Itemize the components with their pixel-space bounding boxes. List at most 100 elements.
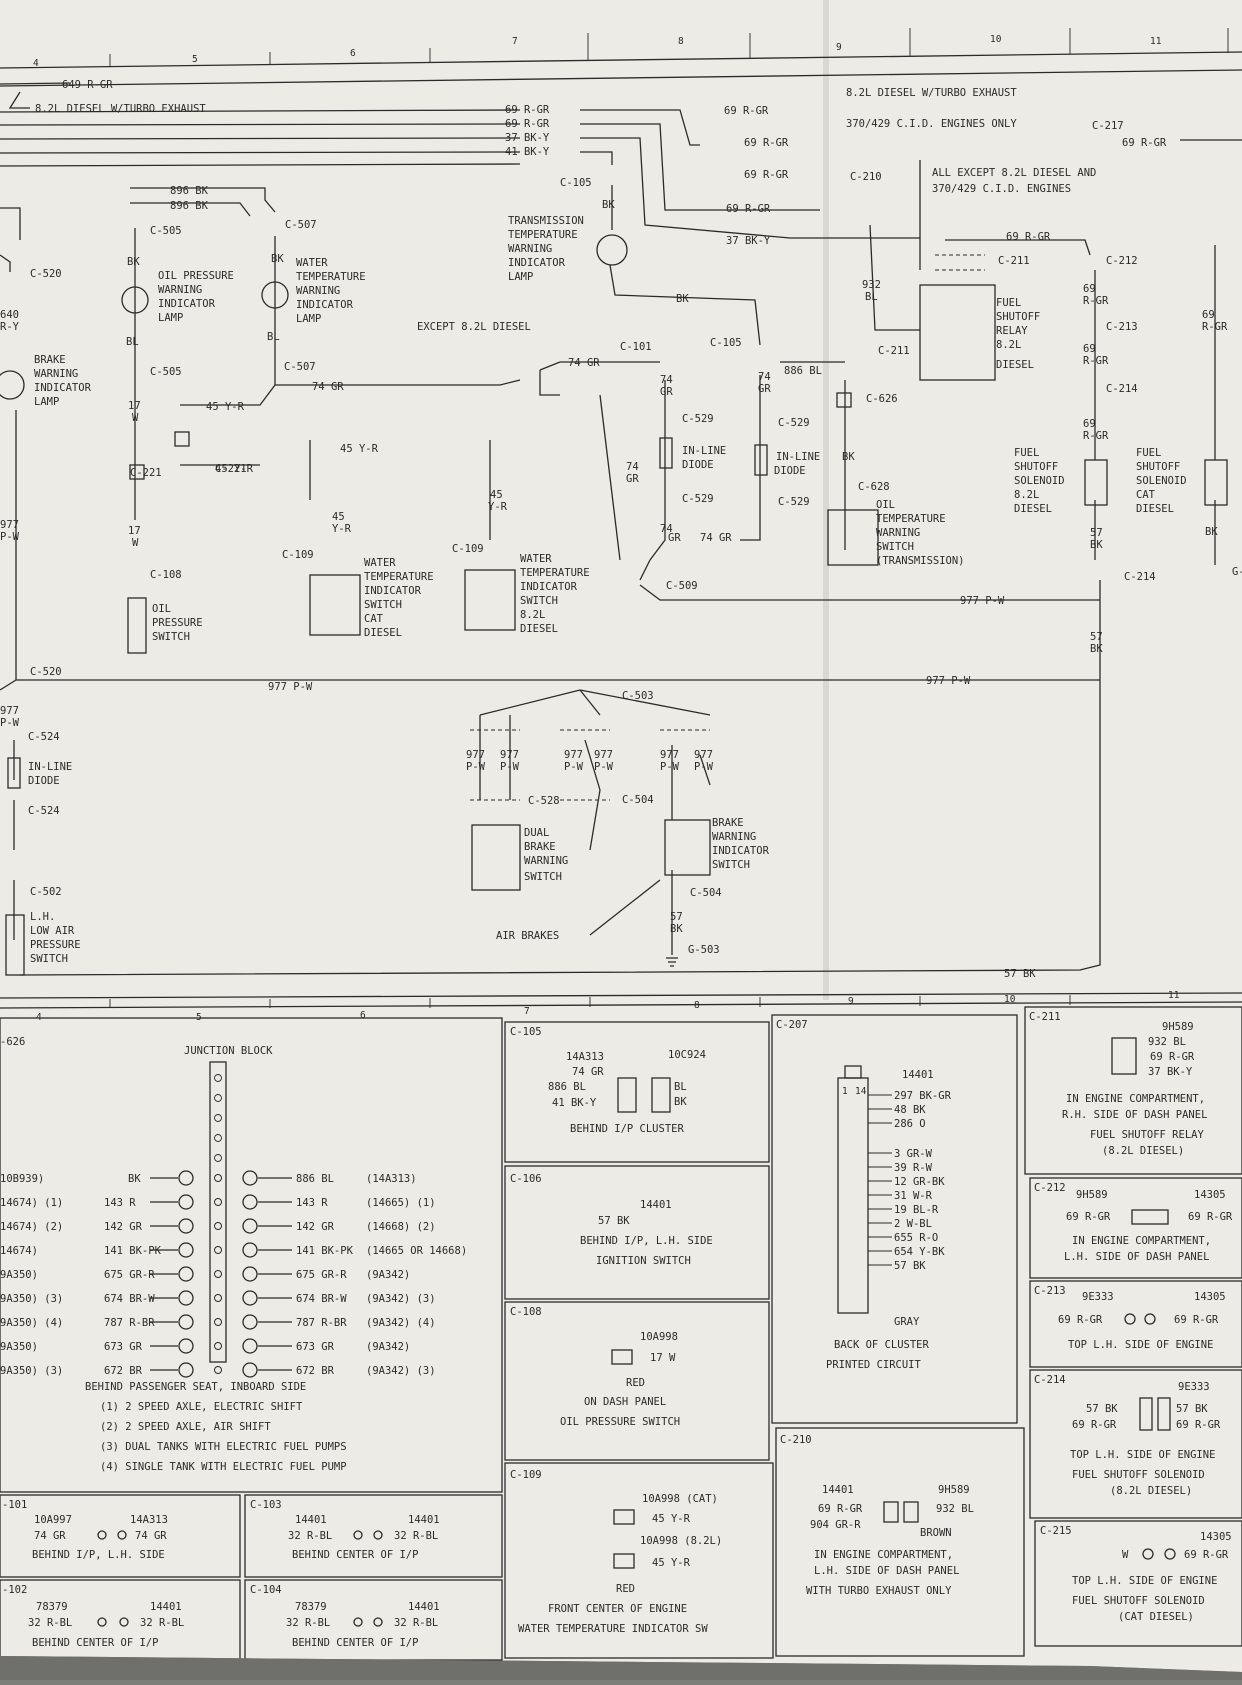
c103-part-right: 14401: [408, 1514, 440, 1526]
diagram-label: 649 R-GR: [62, 79, 113, 91]
col-top-10: 10: [990, 34, 1002, 45]
diagram-label: GR: [660, 386, 673, 398]
diagram-label: WATER: [296, 257, 328, 269]
components: [0, 234, 1228, 976]
c105-part-left: 14A313: [566, 1051, 604, 1063]
diagram-label: 886 BL: [784, 365, 822, 377]
jb-row-left-id: 10B939): [0, 1173, 44, 1185]
diagram-label: R-GR: [1202, 321, 1228, 333]
jb-row-terminal-right: [242, 1314, 258, 1330]
dual-brake-switch-icon: [471, 824, 521, 891]
connector-c214: C-214 9E333 57 BK 69 R-GR 57 BK 69 R-GR …: [1034, 1374, 1221, 1497]
c105-wire-l3: 41 BK-Y: [552, 1097, 597, 1109]
diagram-label: 69 R-GR: [726, 203, 771, 215]
diagram-label: BL: [126, 336, 139, 348]
c101-title: -101: [2, 1499, 27, 1511]
jb-row-terminal-left: [178, 1170, 194, 1186]
diagram-label: SWITCH: [30, 953, 68, 965]
inline-diode-1-icon: [659, 437, 673, 469]
diagram-label: C-211: [878, 345, 910, 357]
c213-part-left: 9E333: [1082, 1291, 1114, 1303]
diagram-label: FUEL: [996, 297, 1021, 309]
diagram-label: BK: [127, 256, 140, 268]
diagram-label: W: [132, 537, 139, 549]
diagram-label: PRESSURE: [152, 617, 203, 629]
c102-part-right: 14401: [150, 1601, 182, 1613]
diagram-label: C-109: [282, 549, 314, 561]
diagram-label: 74: [626, 461, 639, 473]
diagram-label: 370/429 C.I.D. ENGINES ONLY: [846, 118, 1017, 130]
c210-note: WITH TURBO EXHAUST ONLY: [806, 1585, 952, 1597]
diagram-label: C-505: [150, 366, 182, 378]
diagram-label: BK: [1090, 539, 1103, 551]
connector-c211: C-211 9H589 932 BL 69 R-GR 37 BK-Y IN EN…: [1029, 1011, 1207, 1157]
diagram-label: DIESEL: [520, 623, 558, 635]
jb-row-terminal-right: [242, 1170, 258, 1186]
c626-connector-icon: [836, 392, 852, 408]
diagram-label: C-524: [28, 731, 60, 743]
c101-wire-right: 74 GR: [135, 1530, 167, 1542]
diagram-label: FUEL: [1136, 447, 1161, 459]
c109-color: RED: [616, 1583, 635, 1595]
c210-wire-r1: 932 BL: [936, 1503, 974, 1515]
diagram-label: 8.2L: [996, 339, 1021, 351]
c104-part-right: 14401: [408, 1601, 440, 1613]
c207-wire-label: 39 R-W: [894, 1162, 933, 1174]
diagram-label: DIESEL: [1136, 503, 1174, 515]
c211-part: 9H589: [1162, 1021, 1194, 1033]
diagram-label: C-504: [622, 794, 654, 806]
oil-pressure-lamp-icon: [121, 286, 149, 314]
c101-wire-left: 74 GR: [34, 1530, 66, 1542]
c105-caption: BEHIND I/P CLUSTER: [570, 1123, 684, 1135]
jb-row-right-id: (9A342): [366, 1341, 410, 1353]
diagram-label: R-Y: [0, 321, 20, 333]
c211-wire2: 69 R-GR: [1150, 1051, 1195, 1063]
diagram-label: 977: [0, 519, 19, 531]
brake-indicator-switch-icon: [664, 819, 711, 876]
c105-wire-r2: BK: [674, 1096, 687, 1108]
diagram-label: 8.2L DIESEL W/TURBO EXHAUST: [846, 87, 1017, 99]
diagram-label: 977: [466, 749, 485, 761]
c106-wire: 57 BK: [598, 1215, 630, 1227]
diagram-label: 69 R-GR: [1006, 231, 1051, 243]
c109-wire2: 45 Y-R: [652, 1557, 691, 1569]
c212-title: C-212: [1034, 1182, 1066, 1194]
connector-c212: C-212 9H589 14305 69 R-GR 69 R-GR IN ENG…: [1034, 1182, 1233, 1263]
diagram-label: 74: [758, 371, 771, 383]
c106-title: C-106: [510, 1173, 542, 1185]
connector-c108: C-108 10A998 17 W RED ON DASH PANEL OIL …: [510, 1306, 680, 1428]
c207-wire-label: 12 GR-BK: [894, 1176, 945, 1188]
diagram-label: Y-R: [332, 523, 352, 535]
diagram-label: C-212: [1106, 255, 1138, 267]
diagram-label: BK: [602, 199, 615, 211]
diagram-label: BRAKE: [34, 354, 66, 366]
diagram-label: DIESEL: [996, 359, 1034, 371]
diagram-label: WATER: [364, 557, 396, 569]
diagram-label: IN-LINE: [776, 451, 820, 463]
diagram-label: INDICATOR: [296, 299, 354, 311]
diagram-label: WARNING: [296, 285, 340, 297]
c109-part2: 10A998 (8.2L): [640, 1535, 722, 1547]
diagram-label: IN-LINE: [28, 761, 72, 773]
c103-wire-right: 32 R-BL: [394, 1530, 438, 1542]
diagram-label: 8.2L: [520, 609, 545, 621]
diagram-label: 37 BK-Y: [726, 235, 771, 247]
diagram-label: INDICATOR: [520, 581, 578, 593]
c106-caption: BEHIND I/P, L.H. SIDE: [580, 1235, 713, 1247]
jb-row-terminal-left: [178, 1194, 194, 1210]
junction-block-graphic: [209, 1061, 227, 1363]
jb-note-4: (4) SINGLE TANK WITH ELECTRIC FUEL PUMP: [100, 1461, 347, 1473]
fuel-shutoff-solenoid-82l-icon: [1084, 459, 1108, 506]
connector-c101: -101 10A997 14A313 74 GR 74 GR BEHIND I/…: [2, 1499, 168, 1561]
c104-caption: BEHIND CENTER OF I/P: [292, 1637, 418, 1649]
page-bottom-edge: [0, 1656, 1242, 1680]
c207-wire-label: 2 W-BL: [894, 1218, 932, 1230]
diagram-label: 8.2L: [1014, 489, 1039, 501]
col-top-5: 5: [192, 54, 198, 65]
diagram-label: TEMPERATURE: [520, 567, 590, 579]
jb-row-terminal-left: [178, 1362, 194, 1378]
jb-row-right-wire: 142 GR: [296, 1221, 335, 1233]
diagram-label: 45: [332, 511, 345, 523]
